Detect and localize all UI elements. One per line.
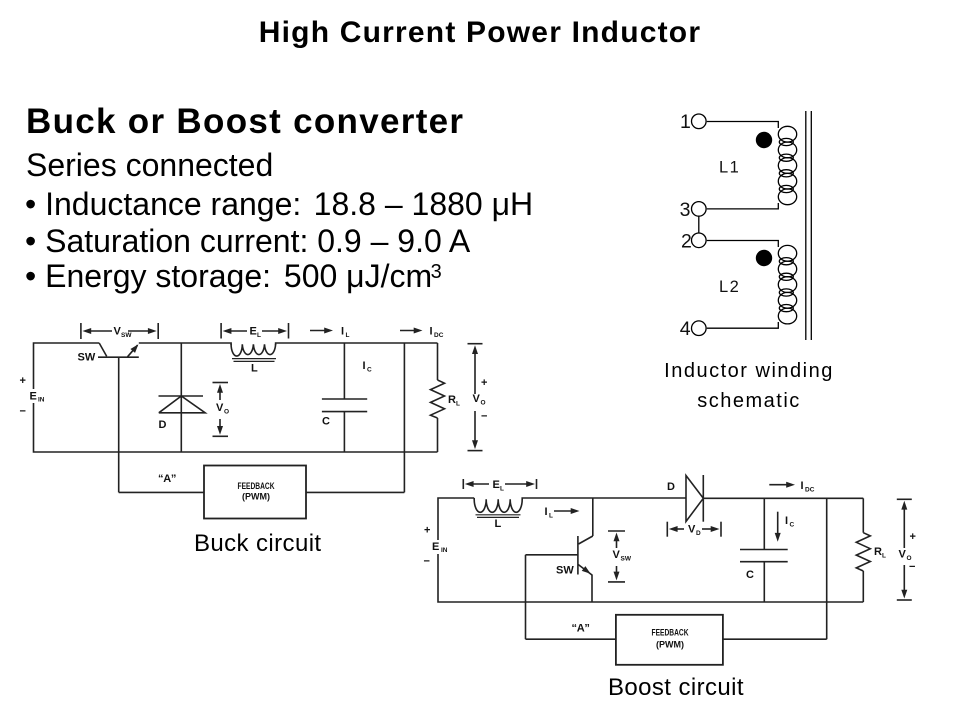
svg-text:IN: IN: [38, 397, 45, 404]
svg-text:V: V: [688, 524, 696, 536]
svg-text:I: I: [801, 480, 804, 492]
svg-text:(PWM): (PWM): [656, 640, 684, 651]
svg-text:V: V: [216, 402, 224, 414]
svg-text:O: O: [907, 555, 912, 562]
svg-text:1: 1: [680, 111, 691, 133]
svg-text:C: C: [790, 522, 795, 529]
svg-text:L: L: [500, 486, 504, 493]
svg-text:IN: IN: [441, 547, 448, 554]
svg-text:D: D: [667, 481, 675, 493]
svg-text:2: 2: [681, 230, 692, 252]
svg-text:SW: SW: [78, 352, 96, 364]
svg-text:O: O: [224, 409, 229, 416]
svg-text:“A”: “A”: [572, 623, 590, 635]
svg-text:SW: SW: [556, 565, 574, 577]
svg-text:L: L: [495, 518, 502, 530]
svg-text:E: E: [493, 479, 500, 491]
svg-text:L: L: [549, 513, 553, 520]
svg-text:O: O: [481, 400, 486, 407]
svg-text:R: R: [874, 546, 882, 558]
svg-text:C: C: [322, 416, 330, 428]
svg-text:L: L: [251, 363, 258, 375]
svg-text:L: L: [456, 401, 460, 408]
svg-text:C: C: [746, 569, 754, 581]
svg-text:I: I: [545, 506, 548, 518]
svg-text:D: D: [696, 530, 701, 537]
svg-text:SW: SW: [121, 332, 132, 339]
svg-text:E: E: [250, 326, 257, 338]
svg-text:V: V: [473, 393, 481, 405]
svg-text:(PWM): (PWM): [242, 492, 270, 503]
svg-text:4: 4: [680, 318, 691, 340]
svg-text:−: −: [424, 556, 430, 568]
svg-text:I: I: [430, 326, 433, 338]
svg-text:L1: L1: [719, 159, 740, 177]
svg-text:3: 3: [680, 199, 691, 221]
svg-text:+: +: [20, 375, 26, 387]
svg-text:+: +: [424, 525, 430, 537]
svg-text:DC: DC: [805, 487, 815, 494]
svg-text:R: R: [448, 394, 456, 406]
svg-text:E: E: [30, 391, 37, 403]
svg-text:L: L: [882, 553, 886, 560]
svg-text:−: −: [909, 561, 915, 573]
svg-text:L: L: [257, 332, 261, 339]
svg-text:L2: L2: [719, 278, 740, 296]
svg-text:−: −: [481, 411, 487, 423]
svg-text:V: V: [114, 326, 122, 338]
svg-text:FEEDBACK: FEEDBACK: [652, 628, 689, 639]
svg-text:“A”: “A”: [158, 473, 176, 485]
svg-text:FEEDBACK: FEEDBACK: [238, 481, 275, 492]
svg-text:DC: DC: [434, 332, 444, 339]
svg-text:L: L: [346, 332, 350, 339]
svg-text:I: I: [363, 360, 366, 372]
svg-text:V: V: [613, 549, 621, 561]
svg-text:C: C: [367, 367, 372, 374]
svg-text:D: D: [159, 419, 167, 431]
svg-text:SW: SW: [621, 556, 632, 563]
svg-text:I: I: [341, 326, 344, 338]
svg-text:I: I: [785, 515, 788, 527]
svg-text:E: E: [432, 541, 439, 553]
svg-text:+: +: [481, 377, 487, 389]
svg-text:−: −: [20, 406, 26, 418]
svg-text:+: +: [910, 531, 916, 543]
svg-text:V: V: [899, 549, 907, 561]
